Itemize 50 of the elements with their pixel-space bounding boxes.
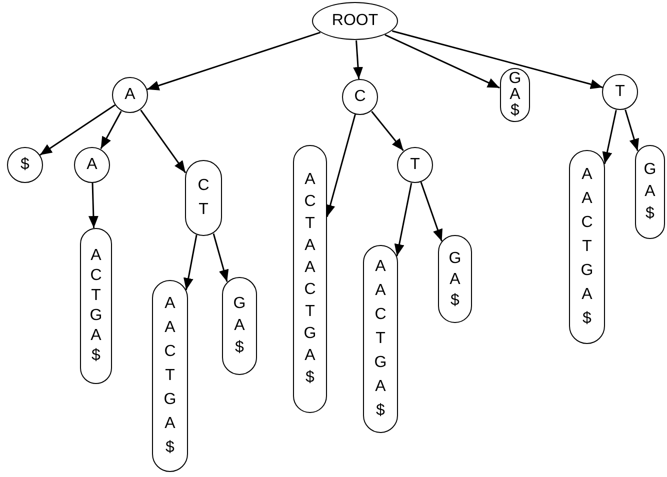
arrow bbox=[602, 110, 617, 164]
arrow bbox=[392, 30, 603, 90]
node-label: G A $ bbox=[232, 294, 247, 358]
rounded-node bbox=[185, 160, 222, 236]
node-label: A A C T G A $ bbox=[580, 165, 594, 329]
node-label: T bbox=[614, 83, 626, 101]
node-label: C bbox=[353, 88, 367, 106]
rounded-node bbox=[500, 68, 530, 122]
arrow bbox=[184, 234, 198, 290]
arrow bbox=[624, 110, 639, 152]
arrow bbox=[384, 34, 500, 89]
rounded-node bbox=[74, 147, 110, 183]
node-label: A C T A A C T G A $ bbox=[302, 170, 318, 388]
rounded-node bbox=[438, 235, 472, 323]
rounded-node bbox=[112, 77, 148, 113]
arrow bbox=[371, 110, 404, 152]
node-label: C T bbox=[196, 176, 210, 220]
node-label: G A $ bbox=[642, 160, 658, 224]
arrow bbox=[88, 182, 98, 228]
rounded-node bbox=[569, 150, 605, 344]
arrow bbox=[40, 104, 116, 156]
node-label: A bbox=[124, 86, 136, 104]
node-label: $ bbox=[20, 156, 30, 174]
arrow bbox=[140, 110, 186, 174]
arrow bbox=[212, 233, 229, 282]
node-label: A A C T G A $ bbox=[373, 257, 388, 421]
node-label: G A $ bbox=[508, 71, 522, 119]
arrow bbox=[420, 182, 442, 242]
node-label: ROOT bbox=[332, 12, 378, 30]
arrow bbox=[394, 183, 412, 256]
arrow bbox=[325, 114, 356, 217]
node-label: A bbox=[86, 156, 98, 174]
rounded-node bbox=[152, 280, 188, 472]
ellipse-node bbox=[312, 2, 398, 40]
rounded-node bbox=[7, 147, 43, 183]
arrow bbox=[353, 40, 364, 80]
rounded-node bbox=[222, 277, 257, 375]
node-label: G A $ bbox=[448, 248, 462, 310]
node-label: A A C T G A $ bbox=[162, 294, 178, 458]
rounded-node bbox=[635, 145, 665, 239]
rounded-node bbox=[602, 74, 638, 110]
rounded-node bbox=[80, 228, 112, 384]
node-label: T bbox=[409, 156, 421, 174]
rounded-node bbox=[342, 79, 378, 115]
node-label: A C T G A $ bbox=[88, 246, 104, 366]
arrow bbox=[146, 32, 321, 90]
arrow bbox=[100, 110, 122, 150]
rounded-node bbox=[397, 147, 433, 183]
rounded-node bbox=[363, 245, 398, 433]
rounded-node bbox=[293, 145, 327, 413]
